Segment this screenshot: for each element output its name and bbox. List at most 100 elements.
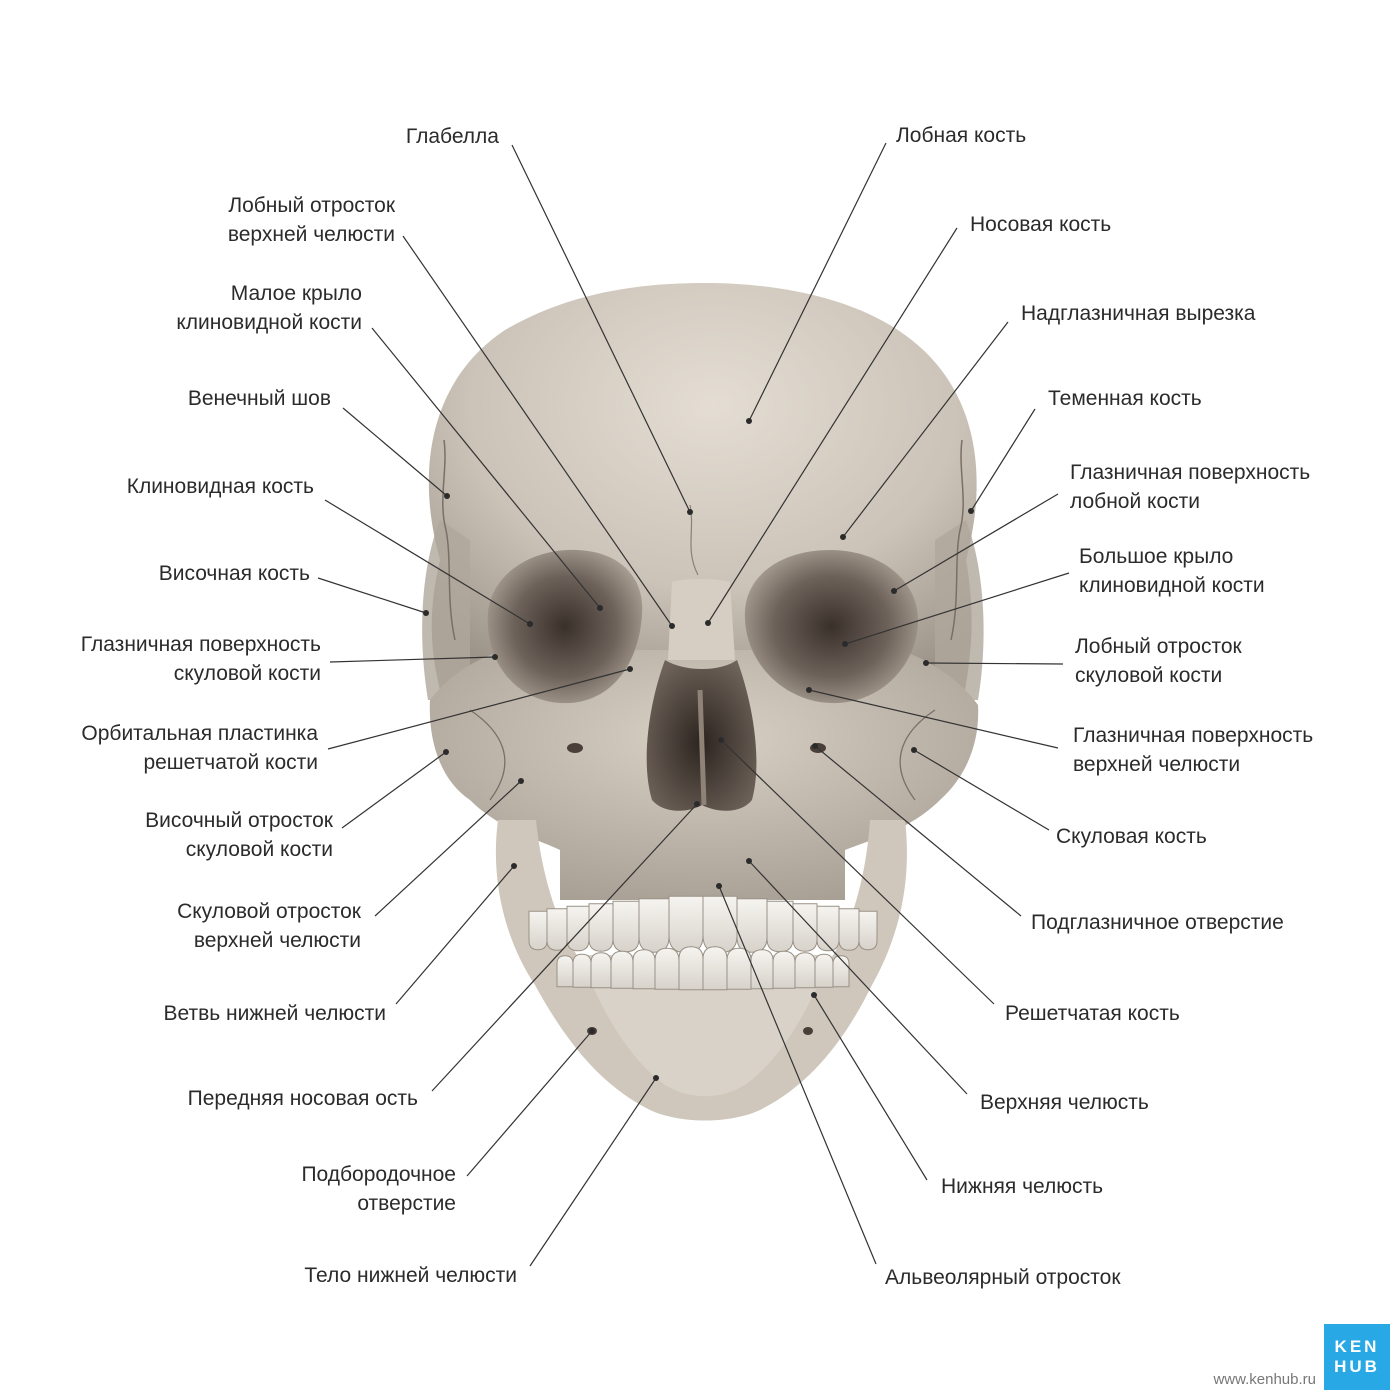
leader-anterior-nasal-spine <box>431 803 698 1092</box>
lower-tooth-5 <box>632 949 656 990</box>
upper-tooth-2 <box>546 908 568 951</box>
leader-ethmoid-bone <box>720 739 995 1005</box>
dot-frontal-bone <box>746 418 752 424</box>
label-maxilla: Верхняя челюсть <box>980 1091 1149 1114</box>
leader-body-mandible <box>529 1077 657 1267</box>
leader-greater-wing-sphenoid <box>844 572 1070 645</box>
label-infraorbital-foramen: Подглазничное отверстие <box>1031 911 1284 934</box>
leader-supraorbital-notch <box>842 321 1009 538</box>
label-mental-foramen: Подбородочное отверстие <box>301 1163 456 1215</box>
suture-coronal-left <box>442 439 456 641</box>
label-ethmoid-bone: Решетчатая кость <box>1005 1002 1180 1025</box>
orbit-right <box>744 550 918 704</box>
label-ramus-mandible: Ветвь нижней челюсти <box>163 1002 386 1025</box>
leader-frontal-process-zygomatic <box>925 662 1064 665</box>
label-glabella: Глабелла <box>405 125 499 148</box>
leader-ramus-mandible <box>395 865 515 1005</box>
infraorbital-foramen-left <box>567 743 583 753</box>
leader-frontal-bone <box>748 142 887 422</box>
upper-tooth-5 <box>612 900 640 953</box>
label-lesser-wing-sphenoid: Малое крыло клиновидной кости <box>176 282 362 334</box>
label-orbital-surface-zygomatic: Глазничная поверхность скуловой кости <box>80 633 321 685</box>
leader-maxilla <box>748 860 968 1095</box>
lower-tooth-10 <box>750 949 774 990</box>
label-parietal-bone: Теменная кость <box>1048 387 1202 410</box>
suture-coronal-right <box>950 439 964 641</box>
site-url[interactable]: www.kenhub.ru <box>1213 1371 1316 1388</box>
dot-glabella <box>687 509 693 515</box>
leader-lines <box>317 142 1070 1267</box>
upper-tooth-10 <box>766 900 794 953</box>
upper-tooth-14 <box>858 910 878 951</box>
dot-alveolar-process <box>716 883 722 889</box>
label-zygomatic-process-maxilla: Скуловой отросток верхней челюсти <box>177 900 361 952</box>
label-coronal-suture: Венечный шов <box>187 387 331 410</box>
leader-orbital-plate-ethmoid <box>327 668 631 750</box>
dot-parietal-bone <box>968 508 974 514</box>
kenhub-logo[interactable]: KEN HUB <box>1324 1324 1390 1390</box>
kenhub-brand: www.kenhub.ru KEN HUB <box>1213 1324 1390 1390</box>
upper-tooth-7 <box>668 895 704 954</box>
leader-zygomatic-process-maxilla <box>374 780 522 917</box>
lower-tooth-6 <box>654 947 680 990</box>
dot-temporal-bone <box>423 610 429 616</box>
lower-teeth <box>556 946 850 991</box>
leader-coronal-suture <box>342 407 448 497</box>
dot-frontal-process-zygomatic <box>923 660 929 666</box>
dot-frontal-process-maxilla <box>669 623 675 629</box>
leader-temporal-process-zygomatic <box>341 751 447 829</box>
lower-tooth-13 <box>814 953 834 988</box>
upper-tooth-12 <box>816 905 840 952</box>
dot-greater-wing-sphenoid <box>842 641 848 647</box>
leader-lesser-wing-sphenoid <box>371 327 601 609</box>
leader-mandible <box>813 994 928 1181</box>
leader-dots <box>423 418 974 1081</box>
logo-line-2: HUB <box>1334 1357 1380 1376</box>
dot-supraorbital-notch <box>840 534 846 540</box>
upper-tooth-3 <box>566 905 590 952</box>
label-body-mandible: Тело нижней челюсти <box>304 1264 517 1287</box>
label-orbital-surface-maxilla: Глазничная поверхность верхней челюсти <box>1073 724 1314 776</box>
lower-tooth-11 <box>772 950 796 989</box>
lower-tooth-7 <box>678 946 704 991</box>
leader-zygomatic-bone <box>913 749 1050 831</box>
dot-zygomatic-process-maxilla <box>518 778 524 784</box>
upper-tooth-6 <box>638 898 670 953</box>
label-frontal-process-maxilla: Лобный отросток верхней челюсти <box>227 194 395 246</box>
label-supraorbital-notch: Надглазничная вырезка <box>1021 302 1256 325</box>
dot-mental-foramen <box>589 1028 595 1034</box>
leader-orbital-surface-zygomatic <box>329 656 496 663</box>
nasal-septum <box>697 689 707 806</box>
upper-tooth-13 <box>838 908 860 951</box>
upper-teeth <box>528 895 878 954</box>
leader-nasal-bone <box>707 227 958 624</box>
dot-nasal-bone <box>705 620 711 626</box>
leader-orbital-surface-maxilla <box>808 689 1059 749</box>
dot-sphenoid-bone <box>527 621 533 627</box>
label-anterior-nasal-spine: Передняя носовая ость <box>187 1087 418 1110</box>
lower-tooth-3 <box>590 952 612 989</box>
label-sphenoid-bone: Клиновидная кость <box>126 475 314 498</box>
label-orbital-surface-frontal: Глазничная поверхность лобной кости <box>1070 461 1311 513</box>
label-frontal-process-zygomatic: Лобный отросток скуловой кости <box>1075 635 1242 687</box>
lower-tooth-14 <box>832 955 850 988</box>
temporal-region-right <box>935 520 984 700</box>
dot-temporal-process-zygomatic <box>443 749 449 755</box>
dot-infraorbital-foramen <box>812 743 818 749</box>
upper-tooth-8 <box>702 895 738 954</box>
dot-body-mandible <box>653 1075 659 1081</box>
mandible-body-front <box>580 955 830 1097</box>
label-orbital-plate-ethmoid: Орбитальная пластинка решетчатой кости <box>81 722 318 774</box>
dot-anterior-nasal-spine <box>694 801 700 807</box>
dot-ethmoid-bone <box>718 737 724 743</box>
leader-alveolar-process <box>718 885 877 1265</box>
leader-frontal-process-maxilla <box>402 235 673 627</box>
nasal-bridge <box>668 579 735 660</box>
dot-coronal-suture <box>444 493 450 499</box>
leader-sphenoid-bone <box>324 499 531 625</box>
leader-infraorbital-foramen <box>814 745 1022 917</box>
lower-tooth-2 <box>572 953 592 988</box>
suture-zygomatic-left <box>469 709 506 801</box>
